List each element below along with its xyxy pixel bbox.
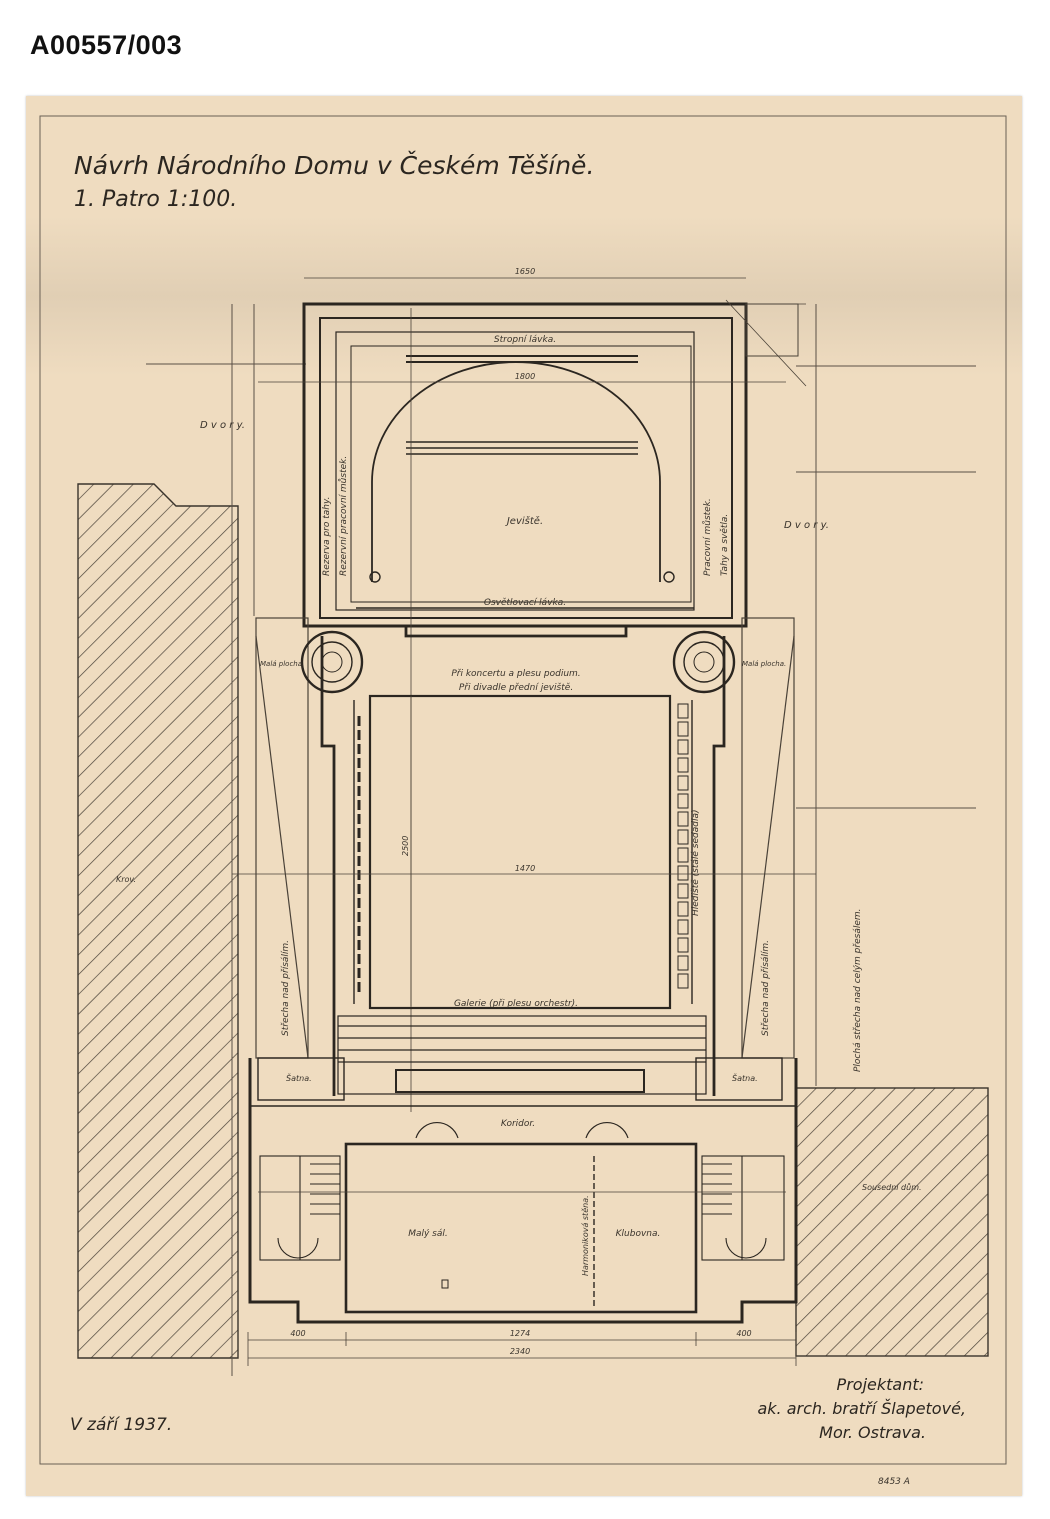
label-mala-plocha-right: Malá plocha. <box>742 660 786 668</box>
label-dvur-left: D v o r y. <box>200 420 245 431</box>
label-satna-left: Šatna. <box>286 1072 312 1083</box>
label-stropni-lavka: Stropní lávka. <box>494 335 556 345</box>
designer-name: ak. arch. bratří Šlapetové, <box>757 1399 966 1418</box>
drawing-title: Návrh Národního Domu v Českém Těšíně. <box>74 150 594 180</box>
dim-mid: 1470 <box>515 864 535 873</box>
auditorium-floor <box>368 694 672 1010</box>
label-tahy-svetla: Tahy a světla. <box>719 514 730 576</box>
label-galerie: Galerie (při plesu orchestr). <box>454 999 578 1009</box>
designer-title: Projektant: <box>837 1375 924 1394</box>
drawing-scale: 1. Patro 1:100. <box>74 187 237 212</box>
neighbour-building-right <box>795 1087 989 1357</box>
drawing-sheet: Návrh Národního Domu v Českém Těšíně. 1.… <box>26 96 1022 1496</box>
dim-left-small: 400 <box>290 1329 305 1338</box>
dim-arch: 1800 <box>515 372 535 381</box>
dim-bottom-right: 400 <box>736 1329 751 1338</box>
label-krov: Krov. <box>116 875 136 884</box>
dim-bottom-total: 2340 <box>510 1347 530 1356</box>
label-koncert: Při koncertu a plesu podium. <box>451 669 580 679</box>
dim-bottom-inner: 1274 <box>510 1329 530 1338</box>
label-dvur-right: D v o r y. <box>784 520 829 531</box>
archive-stamp: 8453 A <box>878 1477 910 1487</box>
label-klubovna: Klubovna. <box>616 1229 661 1239</box>
label-strecha-right: Střecha nad přísálím. <box>761 940 771 1036</box>
dim-top: 1650 <box>515 267 535 276</box>
label-harmonikova: Harmoniková stěna. <box>580 1195 590 1276</box>
label-rezerva: Rezerva pro tahy. <box>322 497 332 576</box>
stage-arch <box>371 361 661 582</box>
label-jeviste: Jeviště. <box>505 515 543 527</box>
auditorium-walls <box>320 624 726 1096</box>
designer-city: Mor. Ostrava. <box>819 1423 926 1442</box>
lower-block-wall <box>248 1058 798 1324</box>
neighbour-building-left <box>77 483 239 1359</box>
label-mala-plocha-left: Malá plocha. <box>260 660 304 668</box>
label-koridor: Koridor. <box>501 1119 535 1129</box>
lower-stairs <box>259 1155 785 1261</box>
dim-height: 2500 <box>401 836 410 856</box>
small-hall-walls <box>344 1142 698 1314</box>
label-maly-sal: Malý sál. <box>408 1229 448 1239</box>
border-frame <box>39 115 1007 1465</box>
drawing-date: V září 1937. <box>70 1415 172 1435</box>
label-svetelna-lavka: Osvětlovací lávka. <box>484 597 566 608</box>
gallery-steps <box>337 1015 707 1095</box>
label-hlediste: Hlediště (stálé sedadla) <box>690 810 701 916</box>
spiral-stair-left <box>300 630 364 694</box>
label-pracovni-mustek: Pracovní můstek. <box>702 498 713 576</box>
label-sousedni-dum: Sousední dům. <box>862 1182 922 1192</box>
stage-outer-wall <box>302 302 748 628</box>
label-strecha-left: Střecha nad přísálím. <box>281 940 291 1036</box>
floor-plan: Návrh Národního Domu v Českém Těšíně. 1.… <box>39 115 1007 1487</box>
label-divadlo: Při divadle přední jeviště. <box>459 682 573 693</box>
archive-id: A00557/003 <box>30 30 183 60</box>
label-satna-right: Šatna. <box>732 1072 758 1083</box>
label-rezervni-mustek: Rezervní pracovní můstek. <box>338 456 349 576</box>
label-plocha-strecha: Plochá střecha nad celým přesálem. <box>853 909 863 1073</box>
